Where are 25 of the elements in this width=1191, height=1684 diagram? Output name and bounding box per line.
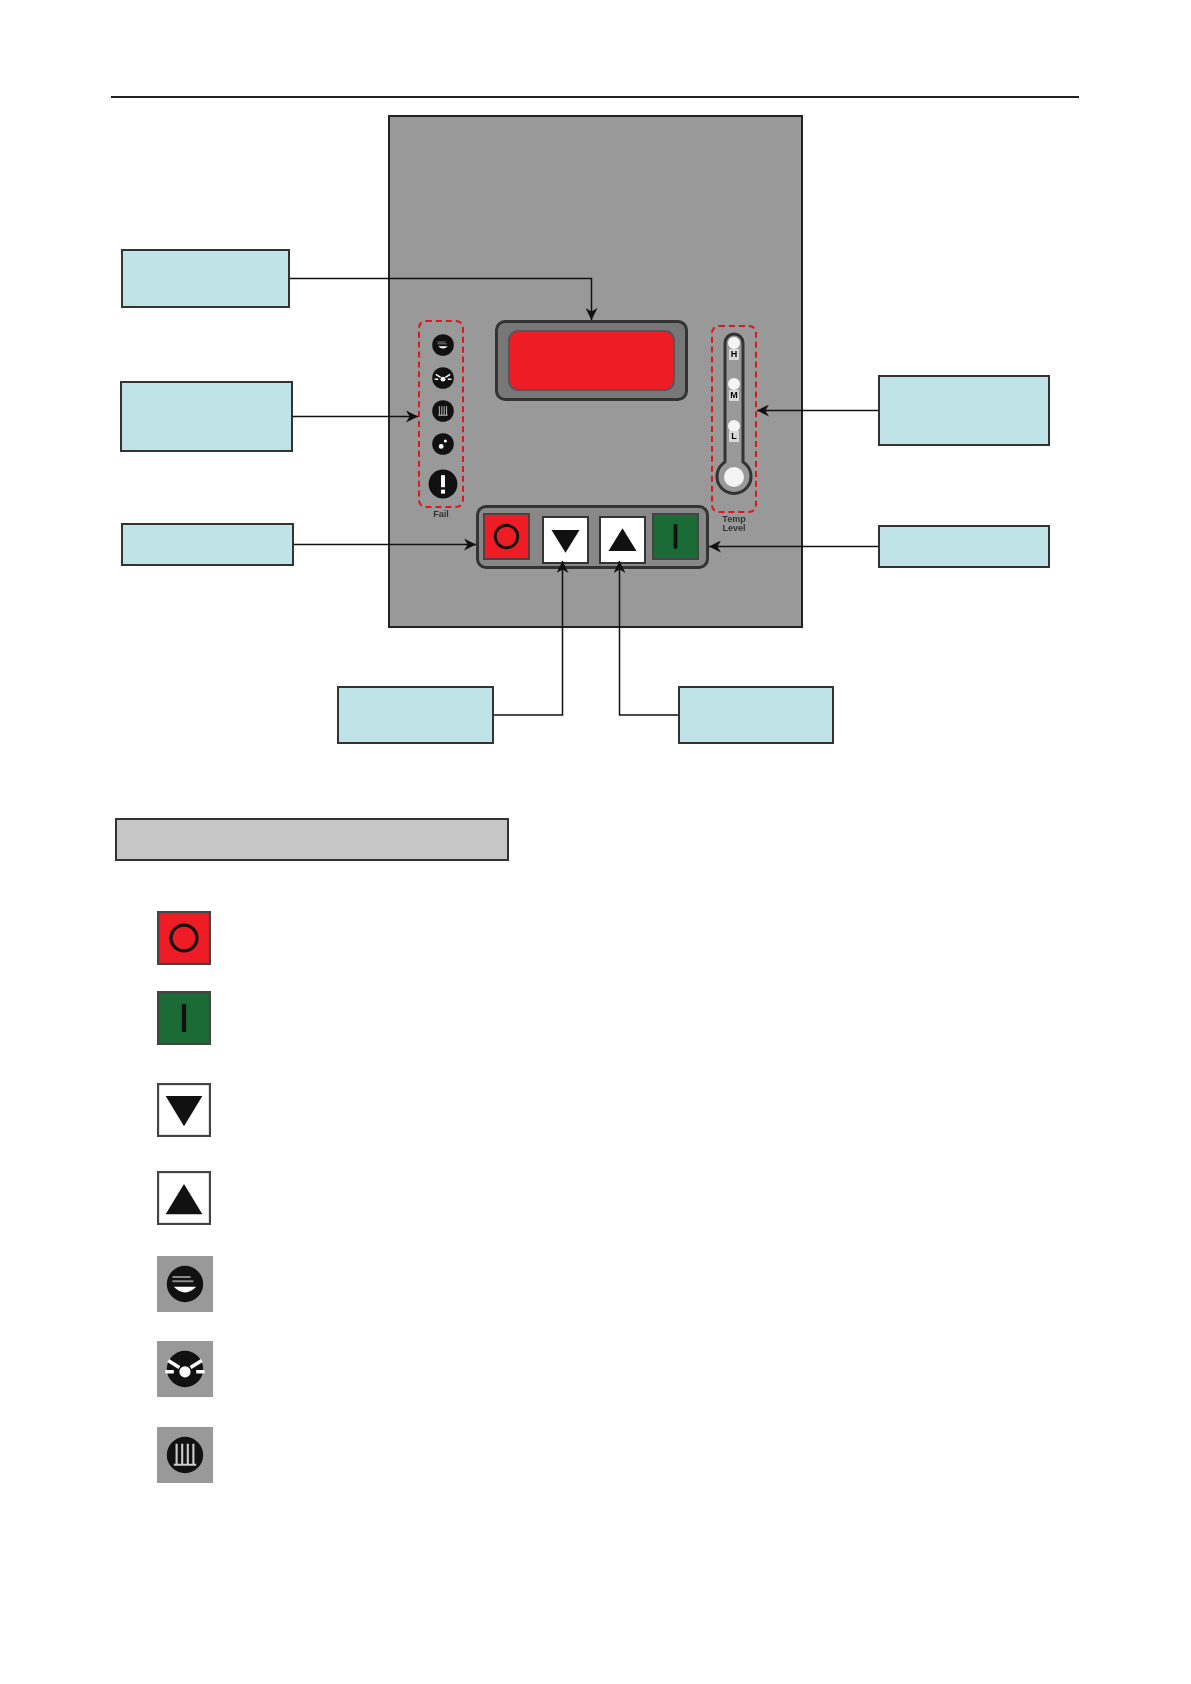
level-mark: M xyxy=(729,390,739,401)
leader-line xyxy=(708,540,879,553)
indicator-caption: Temp Level xyxy=(721,515,747,533)
callout-box xyxy=(121,523,294,566)
indicator-caption: Fail xyxy=(432,510,450,519)
callout-box xyxy=(678,686,834,744)
level-mark: L xyxy=(729,431,739,442)
button-panel xyxy=(476,505,709,569)
up-arrow-button xyxy=(599,516,646,564)
indicator-group-outline xyxy=(418,320,464,508)
level-mark: H xyxy=(729,349,739,360)
down-arrow-button xyxy=(542,516,589,564)
callout-box xyxy=(121,249,290,308)
callout-box xyxy=(878,375,1050,446)
display-screen xyxy=(495,320,688,401)
leader-line xyxy=(493,560,569,716)
leader-line xyxy=(756,404,879,417)
leader-line xyxy=(292,410,419,423)
heading-bar xyxy=(115,818,509,861)
callout-box xyxy=(878,525,1050,568)
callout-box xyxy=(337,686,494,744)
leader-line xyxy=(293,538,477,551)
leader-line xyxy=(289,277,598,321)
leader-line xyxy=(613,560,679,716)
callout-box xyxy=(120,381,293,452)
